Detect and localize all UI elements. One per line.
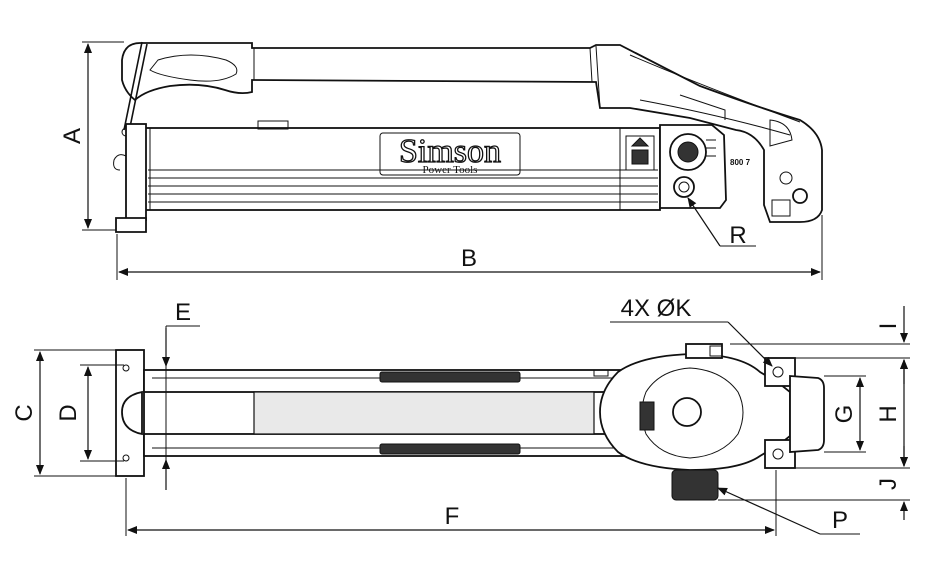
pump-head: 800 7 [659, 124, 751, 209]
label-f: F [445, 503, 460, 530]
dim-e: E [162, 299, 200, 490]
pump-head-top [599, 343, 791, 501]
label-h: H [875, 405, 902, 422]
dim-c: C [11, 349, 118, 477]
label-k: 4X ØK [621, 295, 692, 322]
top-view: C D E F G [11, 295, 910, 536]
mounting-bracket [764, 357, 825, 469]
label-j: J [875, 478, 902, 490]
label-g: G [831, 405, 858, 424]
label-p: P [832, 507, 848, 534]
dim-i: I [730, 306, 910, 384]
reservoir-rails [143, 369, 625, 457]
label-c: C [11, 404, 38, 421]
dim-j: J [718, 446, 910, 520]
brand-tagline: Power Tools [423, 164, 478, 176]
dim-a: A [59, 41, 124, 231]
end-plate [115, 349, 145, 477]
label-b: B [461, 245, 477, 272]
label-r: R [729, 222, 746, 249]
leader-p: P [717, 487, 860, 535]
dim-d: D [55, 364, 124, 462]
dim-f: F [125, 470, 777, 536]
leader-k: 4X ØK [610, 295, 773, 367]
side-view: Simson Power Tools 800 7 A B [59, 41, 823, 280]
label-a: A [59, 128, 86, 144]
label-i: I [875, 323, 902, 330]
label-d: D [55, 404, 82, 421]
leader-r: R [687, 197, 756, 249]
dim-b: B [116, 215, 823, 280]
label-e: E [175, 299, 191, 326]
pump-handle [121, 42, 823, 223]
brand-name: Simson [399, 133, 501, 170]
brand-plate: Simson Power Tools [379, 132, 521, 176]
dim-g: G [824, 375, 866, 453]
model-code: 800 7 [730, 158, 751, 167]
end-cap [113, 123, 147, 233]
